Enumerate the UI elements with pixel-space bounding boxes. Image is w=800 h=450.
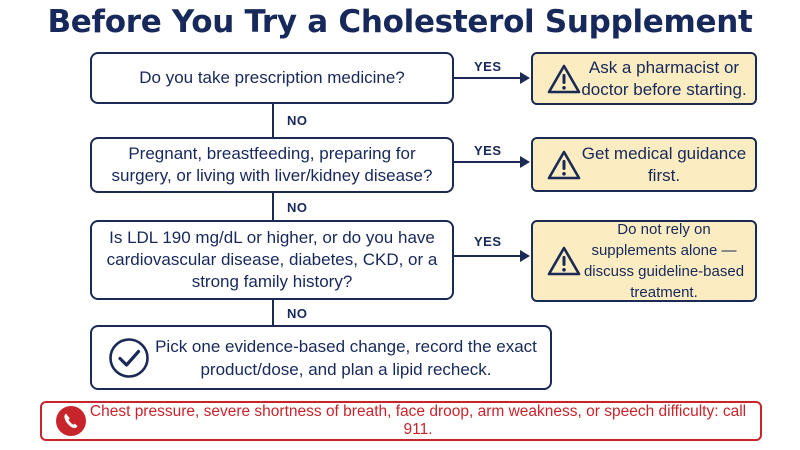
question-box-2: Pregnant, breastfeeding, preparing for s… — [90, 137, 454, 193]
yes-label-2: YES — [474, 143, 502, 158]
no-label-2: NO — [287, 200, 308, 215]
warning-icon — [547, 150, 581, 179]
question-box-1: Do you take prescription medicine? — [90, 52, 454, 104]
final-action-box: Pick one evidence-based change, record t… — [90, 325, 552, 390]
yes-arrowhead-2 — [520, 156, 530, 168]
no-connector-1 — [272, 104, 274, 137]
no-label-3: NO — [287, 306, 308, 321]
emergency-banner: Chest pressure, severe shortness of brea… — [40, 401, 762, 441]
emergency-text: Chest pressure, severe shortness of brea… — [89, 403, 747, 438]
question-text-2: Pregnant, breastfeeding, preparing for s… — [111, 144, 433, 185]
yes-arrow-line-1 — [454, 77, 522, 79]
yes-arrowhead-3 — [520, 250, 530, 262]
result-text-1: Ask a pharmacist or doctor before starti… — [581, 57, 747, 99]
yes-arrow-line-3 — [454, 255, 522, 257]
page-title: Before You Try a Cholesterol Supplement — [47, 4, 753, 40]
warning-icon — [547, 246, 581, 276]
question-text-3: Is LDL 190 mg/dL or higher, or do you ha… — [106, 228, 438, 291]
result-box-3: Do not rely on supplements alone — discu… — [531, 220, 757, 302]
phone-icon — [56, 406, 86, 436]
yes-arrowhead-1 — [520, 72, 530, 84]
warning-icon — [547, 64, 581, 93]
question-text-1: Do you take prescription medicine? — [139, 68, 405, 87]
final-action-text: Pick one evidence-based change, record t… — [155, 336, 537, 379]
no-connector-3 — [272, 300, 274, 325]
yes-label-1: YES — [474, 59, 502, 74]
result-box-1: Ask a pharmacist or doctor before starti… — [531, 52, 757, 105]
no-label-1: NO — [287, 113, 308, 128]
checkmark-icon — [109, 337, 149, 378]
yes-arrow-line-2 — [454, 161, 522, 163]
result-box-2: Get medical guidance first. — [531, 137, 757, 192]
question-box-3: Is LDL 190 mg/dL or higher, or do you ha… — [90, 220, 454, 300]
yes-label-3: YES — [474, 234, 502, 249]
result-text-2: Get medical guidance first. — [581, 143, 747, 185]
no-connector-2 — [272, 193, 274, 220]
result-text-3: Do not rely on supplements alone — discu… — [583, 221, 745, 301]
